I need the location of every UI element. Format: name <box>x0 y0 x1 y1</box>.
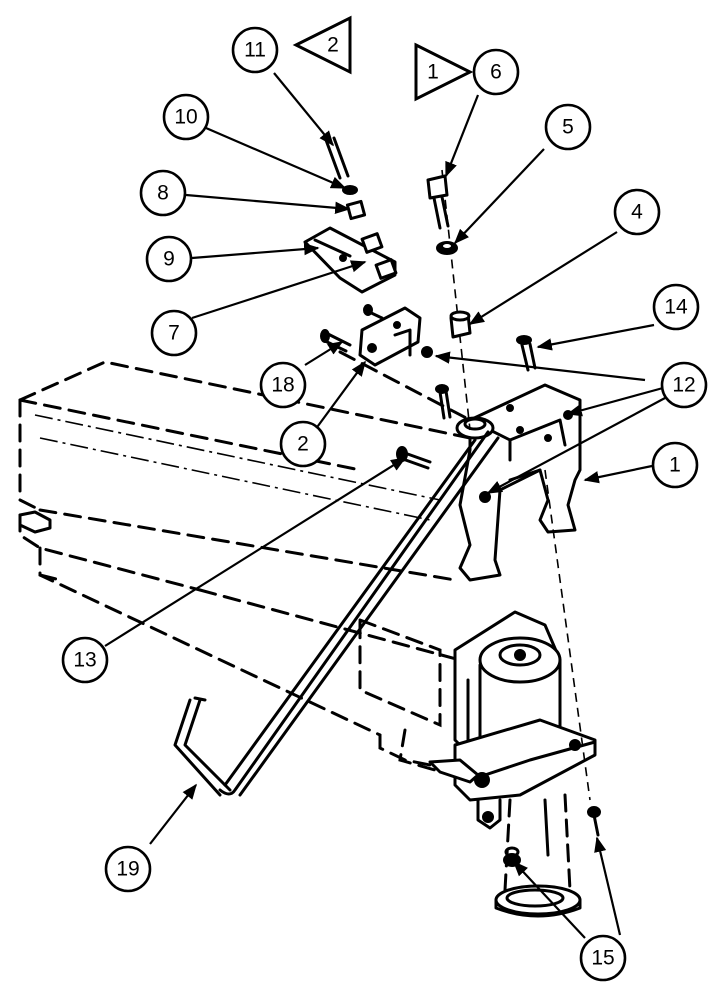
assembly-axis-2 <box>544 469 591 801</box>
callout-12-label: 12 <box>672 374 695 397</box>
callout-10: 10 <box>162 93 210 141</box>
callout-14: 14 <box>652 283 700 331</box>
callout-19: 19 <box>104 845 152 893</box>
callout-18-label: 18 <box>271 374 294 397</box>
leader-lines <box>104 72 666 939</box>
screw-11 <box>324 136 350 180</box>
callout-4-label: 4 <box>631 201 643 224</box>
flag-note-2: 2 <box>292 15 352 75</box>
flag-note-1: 1 <box>414 42 474 102</box>
mounting-bracket <box>458 383 582 582</box>
motor-assembly <box>428 610 597 830</box>
callout-7-label: 7 <box>168 322 180 345</box>
control-lever <box>173 430 500 797</box>
spacer-8 <box>345 199 367 221</box>
callout-14-label: 14 <box>664 296 688 319</box>
callout-13: 13 <box>61 636 109 684</box>
pivot-bushing <box>455 416 495 440</box>
callout-19-label: 19 <box>116 858 139 881</box>
callout-15-label: 15 <box>591 947 614 970</box>
bushing-4 <box>449 310 472 339</box>
boom-foot-block <box>18 510 52 534</box>
flag-note-1-label: 1 <box>427 61 439 84</box>
nut-pair-15 <box>503 806 601 867</box>
washer-10 <box>342 185 358 195</box>
callout-9: 9 <box>145 235 193 283</box>
callout-9-label: 9 <box>163 248 175 271</box>
flag-note-2-label: 2 <box>327 34 339 57</box>
assembly-axis <box>441 169 471 431</box>
callout-6-label: 6 <box>490 61 502 84</box>
callout-12: 12 <box>660 361 708 409</box>
callout-5-label: 5 <box>562 116 574 139</box>
callout-7: 7 <box>150 309 198 357</box>
nut-12a <box>421 346 433 358</box>
support-post <box>494 793 582 918</box>
bolt-path-dash <box>338 350 472 422</box>
callout-10-label: 10 <box>174 106 197 129</box>
callout-8: 8 <box>139 169 187 217</box>
callout-2-label: 2 <box>297 433 309 456</box>
mount-plate-2 <box>358 306 422 367</box>
callout-2: 2 <box>279 420 327 468</box>
callout-13-label: 13 <box>73 649 96 672</box>
bolt-6 <box>426 174 450 230</box>
callout-15: 15 <box>579 934 627 982</box>
callout-4: 4 <box>613 188 661 236</box>
callout-1-label: 1 <box>669 454 681 477</box>
bolt-left-12 <box>435 384 452 420</box>
bolt-13 <box>396 446 432 470</box>
washer-5 <box>436 241 458 255</box>
callout-11-label: 11 <box>244 39 266 62</box>
callout-5: 5 <box>544 103 592 151</box>
callout-8-label: 8 <box>157 182 169 205</box>
callout-6: 6 <box>472 48 520 96</box>
callout-18: 18 <box>259 361 307 409</box>
callout-1: 1 <box>651 441 699 489</box>
latch-bracket-7-9 <box>303 226 398 294</box>
callout-11: 11 <box>231 26 279 74</box>
